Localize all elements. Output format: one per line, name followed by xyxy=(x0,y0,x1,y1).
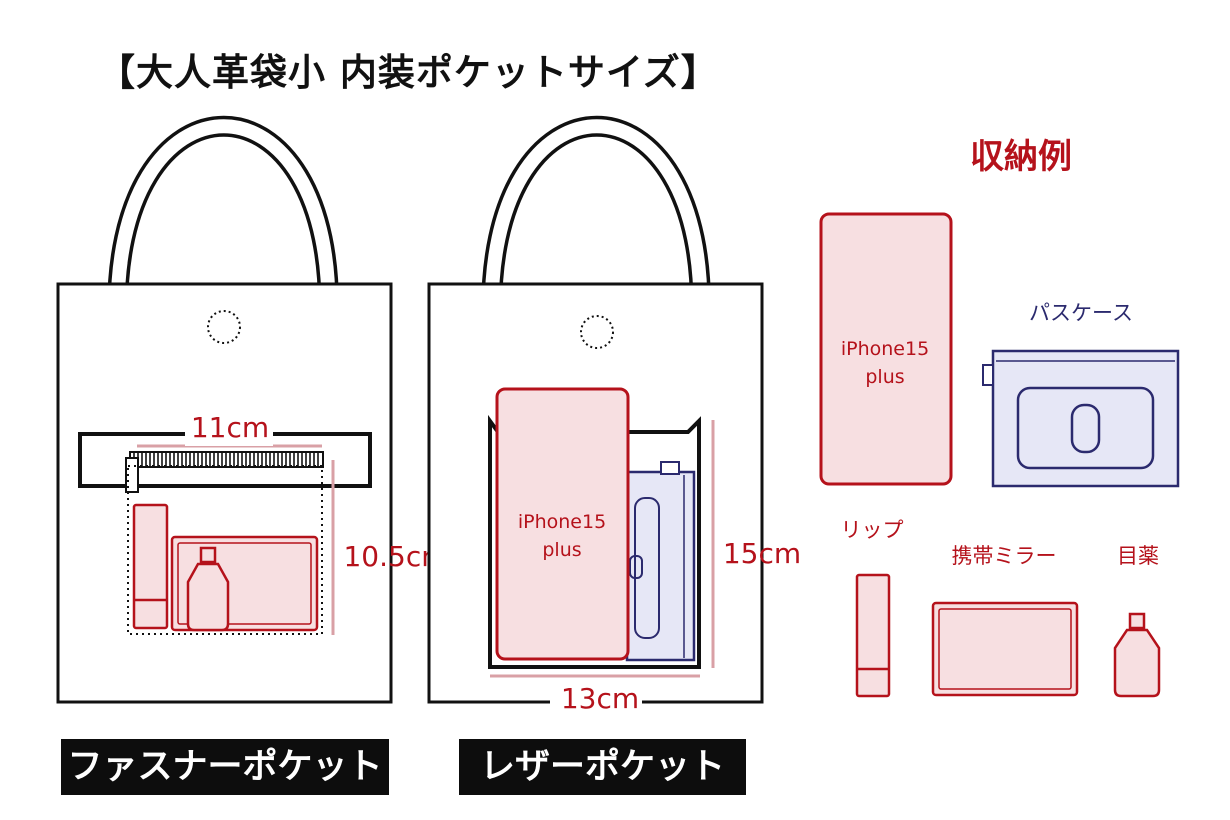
bag-snap-1 xyxy=(207,310,241,344)
leather-height-label: 15cm xyxy=(723,537,801,570)
leather-phone-label-2: plus xyxy=(542,539,581,561)
example-phone-label-1: iPhone15 xyxy=(841,338,929,360)
example-eyedrops-icon xyxy=(1113,612,1161,698)
zipper-lip-icon xyxy=(132,503,169,630)
leather-pocket-label: レザーポケット xyxy=(459,739,746,795)
example-eyedrops-label: 目薬 xyxy=(1117,544,1159,568)
bag-leather: iPhone15 plus 13cm 15cm xyxy=(427,115,801,715)
bag-handle-2-inner xyxy=(484,119,708,332)
examples-heading: 収納例 xyxy=(970,137,1072,177)
leather-width-label: 13cm xyxy=(561,682,639,715)
example-phone-icon xyxy=(819,212,953,486)
example-mirror-icon xyxy=(931,601,1079,697)
zipper-width-label: 11cm xyxy=(191,411,269,444)
example-lip-icon xyxy=(855,573,891,698)
leather-phone-icon xyxy=(495,387,630,661)
zipper-eyedrop-icon xyxy=(186,546,230,632)
leather-phone-label-1: iPhone15 xyxy=(518,511,606,533)
bag-zipper: 11cm 10.5cm xyxy=(56,115,449,704)
example-mirror-label: 携帯ミラー xyxy=(952,544,1057,568)
example-phone-label-2: plus xyxy=(865,366,904,388)
bag-snap-2 xyxy=(580,315,614,349)
examples-panel: 収納例 iPhone15 plus パスケース リップ 携帯ミラー 目薬 xyxy=(819,137,1180,698)
example-passcase-icon xyxy=(991,349,1180,488)
zipper-pocket-label: ファスナーポケット xyxy=(61,739,389,795)
page-title: 【大人革袋小 内装ポケットサイズ】 xyxy=(98,51,719,94)
example-lip-label: リップ xyxy=(841,518,904,542)
zipper-teeth-lines xyxy=(133,452,319,467)
bag-body-1 xyxy=(56,282,393,704)
example-passcase-label: パスケース xyxy=(1029,301,1133,325)
zipper-pocket-outline xyxy=(127,465,323,635)
bag-handle-1-inner xyxy=(110,119,336,332)
